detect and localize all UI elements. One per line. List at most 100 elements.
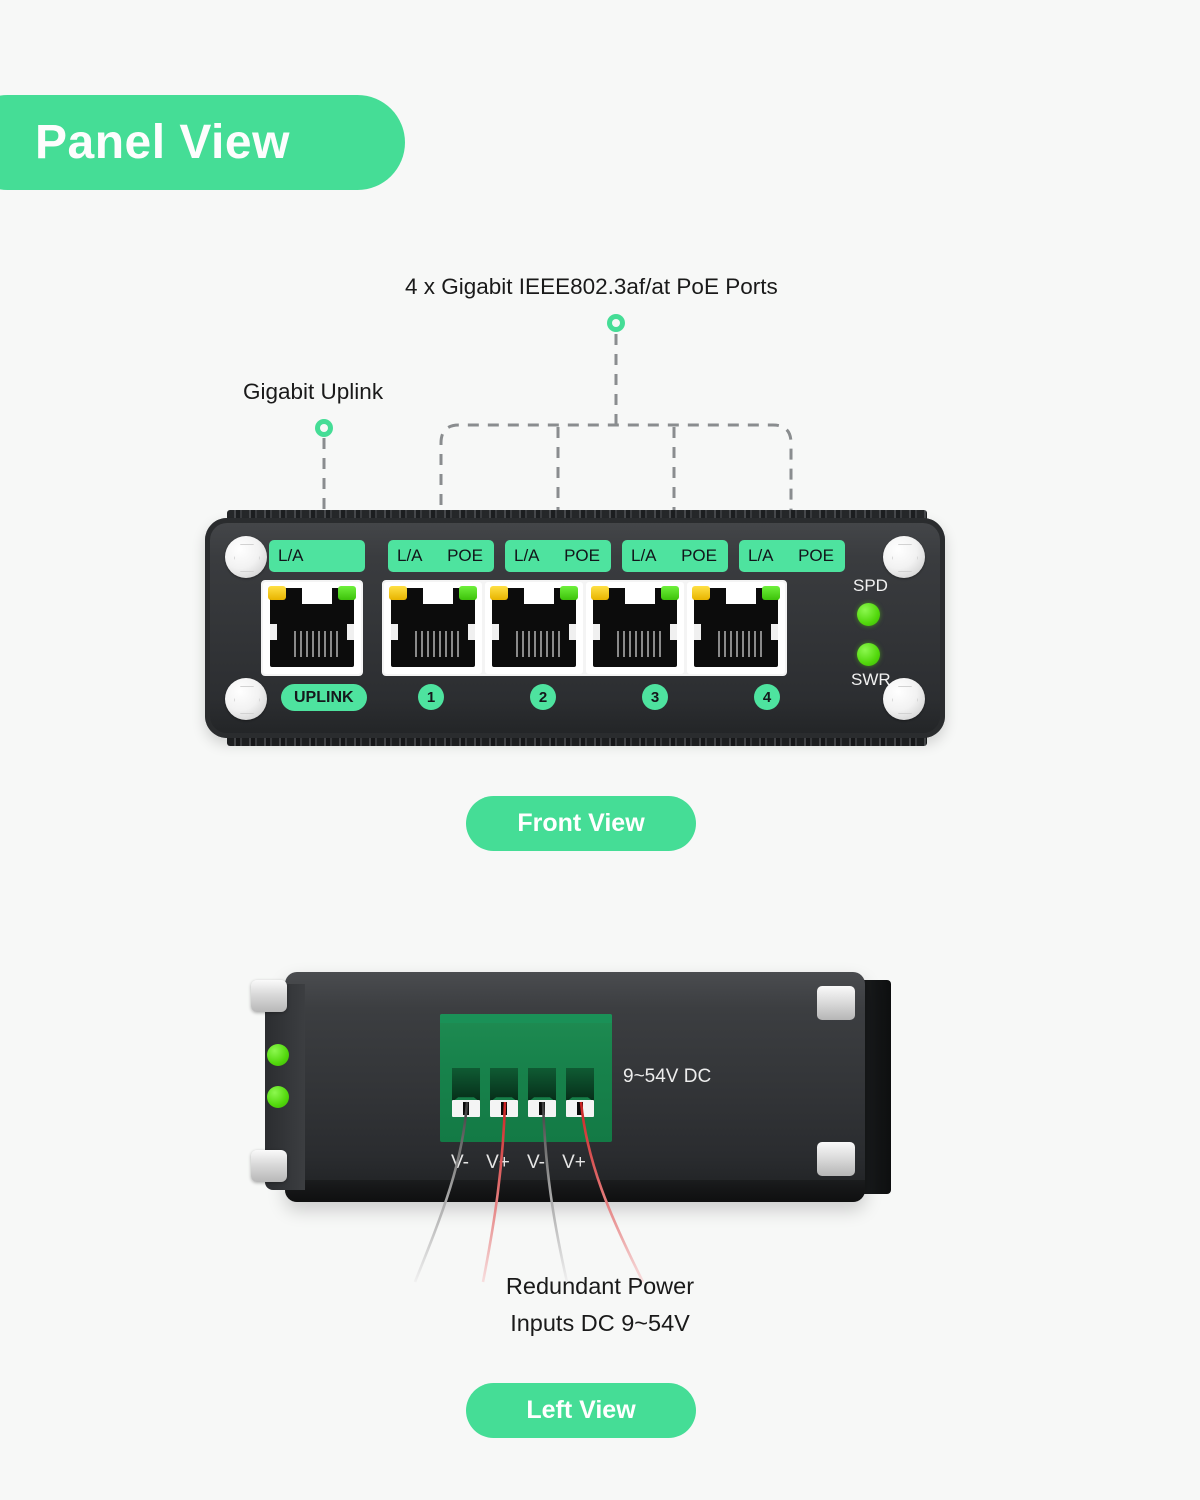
terminal-pin-label-3: V- [527, 1152, 545, 1173]
terminal-slot-4[interactable] [566, 1068, 594, 1120]
rj45-group-uplink [261, 580, 363, 676]
note-line-2: Inputs DC 9~54V [510, 1310, 690, 1336]
mounting-screw-top-right [883, 536, 925, 578]
banner-title: Panel View [35, 116, 290, 169]
swr-indicator-label: SWR [851, 670, 891, 689]
terminal-wire-hole [501, 1102, 507, 1115]
terminal-pin-label-1: V- [451, 1152, 469, 1173]
rj45-port-uplink[interactable] [263, 582, 361, 674]
side-screw-bottom [251, 1150, 287, 1182]
rj45-latch-notch [302, 588, 332, 604]
rj45-contact-pins [415, 631, 463, 657]
strip-poe-label-2: POE [564, 546, 600, 565]
activity-led-green-uplink [338, 586, 356, 600]
swr-indicator-led [857, 643, 880, 666]
callout-markers [315, 314, 625, 437]
rj45-port-3[interactable] [586, 582, 684, 674]
left-view-caption: Left View [466, 1383, 696, 1438]
terminal-slot-1[interactable] [452, 1068, 480, 1120]
din-bracket-screw-top [817, 986, 855, 1020]
strip-la-label-2: L/A [514, 546, 540, 565]
rj45-port-4[interactable] [687, 582, 785, 674]
rj45-latch-notch [625, 588, 655, 604]
spd-indicator-label: SPD [853, 576, 888, 595]
left-view-device: 9~54V DC V- V+ V- V+ [245, 962, 905, 1283]
mounting-screw-bottom-left [225, 678, 267, 720]
port-strip-4: L/A POE [739, 540, 845, 572]
din-bracket-screw-bottom [817, 1142, 855, 1176]
terminal-pin-label-4: V+ [562, 1152, 586, 1173]
port-strip-1: L/A POE [388, 540, 494, 572]
link-led-amber-2 [490, 586, 508, 600]
strip-la-label-1: L/A [397, 546, 423, 565]
terminal-slot-3[interactable] [528, 1068, 556, 1120]
rj45-tab-left [593, 624, 600, 640]
terminal-block-side-tab [938, 546, 1000, 670]
rj45-tab-right [670, 624, 677, 640]
terminal-recess [528, 1068, 556, 1102]
strip-poe-label-3: POE [681, 546, 717, 565]
terminal-wire-hole [463, 1102, 469, 1115]
link-led-amber-uplink [268, 586, 286, 600]
rj45-contact-pins [294, 631, 342, 657]
dc-voltage-label: 9~54V DC [623, 1066, 712, 1087]
strip-la-label-3: L/A [631, 546, 657, 565]
rj45-tab-left [391, 624, 398, 640]
terminal-pin-label-2: V+ [486, 1152, 510, 1173]
rj45-cavity [270, 588, 354, 667]
port-strip-uplink: L/A [269, 540, 365, 572]
uplink-marker-dot [315, 419, 333, 437]
rj45-contact-pins [718, 631, 766, 657]
strip-la-label-4: L/A [748, 546, 774, 565]
rj45-cavity [391, 588, 475, 667]
front-view-device: L/A L/A POE L/A POE L/A POE L/A POE [205, 508, 1000, 748]
link-led-amber-4 [692, 586, 710, 600]
rj45-cavity [694, 588, 778, 667]
port-tag-1: 1 [418, 684, 444, 710]
side-led-lower [267, 1086, 289, 1108]
port-strip-3: L/A POE [622, 540, 728, 572]
rj45-contact-pins [617, 631, 665, 657]
rj45-port-1[interactable] [384, 582, 482, 674]
rj45-latch-notch [423, 588, 453, 604]
poe-marker-hole [612, 319, 620, 327]
port-tag-4: 4 [754, 684, 780, 710]
callout-poe-ports-label: 4 x Gigabit IEEE802.3af/at PoE Ports [405, 274, 778, 299]
terminal-recess [490, 1068, 518, 1102]
terminal-slot-2[interactable] [490, 1068, 518, 1120]
activity-led-green-2 [560, 586, 578, 600]
panel-view-banner: Panel View [0, 95, 405, 190]
rj45-cavity [593, 588, 677, 667]
rj45-tab-left [270, 624, 277, 640]
activity-led-green-4 [762, 586, 780, 600]
strip-poe-label-4: POE [798, 546, 834, 565]
strip-poe-label-1: POE [447, 546, 483, 565]
rj45-cavity [492, 588, 576, 667]
mounting-screw-top-left [225, 536, 267, 578]
port-strip-2: L/A POE [505, 540, 611, 572]
power-terminal-block[interactable] [440, 1014, 612, 1142]
rj45-tab-left [492, 624, 499, 640]
rj45-port-2[interactable] [485, 582, 583, 674]
rj45-tab-left [694, 624, 701, 640]
poe-marker-dot [607, 314, 625, 332]
terminal-wire-hole [539, 1102, 545, 1115]
rj45-contact-pins [516, 631, 564, 657]
note-line-1: Redundant Power [505, 1273, 695, 1299]
rj45-tab-right [468, 624, 475, 640]
terminal-wire-hole [577, 1102, 583, 1115]
rj45-tab-right [771, 624, 778, 640]
callout-uplink-label: Gigabit Uplink [243, 379, 384, 404]
strip-la-label-0: L/A [278, 546, 304, 565]
redundant-power-note: Redundant Power Inputs DC 9~54V [0, 1268, 1200, 1342]
spd-indicator-led [857, 603, 880, 626]
port-tag-3: 3 [642, 684, 668, 710]
rj45-tab-right [569, 624, 576, 640]
port-tag-2: 2 [530, 684, 556, 710]
side-led-upper [267, 1044, 289, 1066]
terminal-recess [452, 1068, 480, 1102]
mounting-screw-bottom-right [883, 678, 925, 720]
terminal-recess [566, 1068, 594, 1102]
front-panel-body: L/A L/A POE L/A POE L/A POE L/A POE [205, 518, 945, 738]
